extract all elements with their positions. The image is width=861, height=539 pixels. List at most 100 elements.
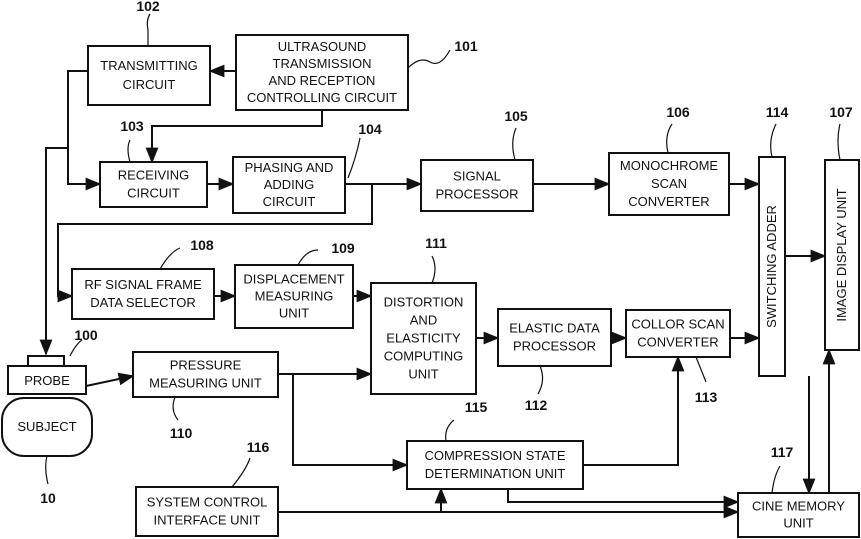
block-displacement-measuring: DISPLACEMENTMEASURINGUNIT (235, 265, 353, 328)
ref-109: 109 (331, 240, 355, 256)
block-phasing-adding-circuit: PHASING AND ADDING CIRCUIT (233, 157, 345, 213)
wire-115-to-113 (583, 357, 678, 465)
block-label-line: COLLOR SCAN (631, 317, 724, 332)
block-subject: SUBJECT (2, 398, 92, 456)
block-label-line: CONVERTER (628, 194, 709, 209)
ref-101: 101 (454, 38, 478, 54)
block-label-line: AND (410, 313, 437, 328)
leader-108 (160, 248, 180, 269)
ref-117: 117 (771, 444, 794, 460)
block-label-line: CINE MEMORY (752, 499, 845, 514)
leader-111 (432, 256, 435, 283)
leader-103 (128, 140, 130, 162)
block-label-line: SWITCHING ADDER (764, 205, 779, 328)
leader-115 (446, 420, 454, 441)
block-label-line: TRANSMITTING (100, 58, 198, 73)
block-label-line: AND RECEPTION (269, 73, 376, 88)
block-label-line: UNIT (408, 367, 438, 382)
block-label-line: DATA SELECTOR (90, 295, 195, 310)
block-label-line: DETERMINATION UNIT (425, 466, 566, 481)
block-label-b114: SWITCHING ADDER (764, 205, 779, 328)
block-monochrome-scan-converter: MONOCHROMESCANCONVERTER (609, 153, 729, 215)
blocks: ULTRASOUNDTRANSMISSIONAND RECEPTIONCONTR… (2, 35, 859, 537)
block-label-line: SIGNAL (453, 169, 501, 184)
block-label-line: SUBJECT (17, 419, 76, 434)
block-distortion-elasticity: DISTORTIONANDELASTICITYCOMPUTINGUNIT (371, 283, 476, 394)
block-color-scan-converter: COLLOR SCAN CONVERTER (626, 310, 730, 357)
ref-10: 10 (40, 490, 56, 506)
block-label-line: CONVERTER (637, 335, 718, 350)
block-label-line: ULTRASOUND (278, 39, 367, 54)
block-label-line: COMPUTING (384, 349, 463, 364)
ref-115: 115 (465, 399, 488, 415)
leader-10 (46, 456, 48, 484)
block-label-line: CIRCUIT (263, 194, 316, 209)
block-label-line: ADDING (264, 177, 315, 192)
block-probe: PROBE (8, 356, 86, 394)
block-label-line: MEASURING UNIT (149, 376, 262, 391)
ref-108: 108 (190, 237, 214, 253)
block-rf-signal-frame-selector: RF SIGNAL FRAME DATA SELECTOR (72, 269, 214, 319)
block-label-line: COMPRESSION STATE (424, 448, 565, 463)
block-compression-state: COMPRESSION STATE DETERMINATION UNIT (407, 441, 583, 489)
block-pressure-measuring: PRESSURE MEASURING UNIT (133, 352, 278, 397)
wire-probe-to-103 (68, 148, 100, 184)
leader-101 (408, 50, 450, 68)
block-label-line: UNIT (783, 516, 813, 531)
ref-107: 107 (829, 104, 853, 120)
block-receiving-circuit: RECEIVINGCIRCUIT (100, 162, 207, 207)
block-elastic-data-processor: ELASTIC DATAPROCESSOR (498, 309, 611, 366)
block-label-line: PRESSURE (170, 358, 242, 373)
ref-104: 104 (358, 121, 382, 137)
block-label-b10: SUBJECT (17, 419, 76, 434)
leader-113 (696, 357, 706, 382)
leader-112 (538, 366, 543, 394)
block-signal-processor: SIGNAL PROCESSOR (421, 160, 533, 211)
block-label-line: CIRCUIT (123, 77, 176, 92)
block-label-line: PHASING AND (245, 160, 334, 175)
block-cine-memory: CINE MEMORY UNIT (738, 493, 859, 537)
block-label-line: PROCESSOR (435, 187, 518, 202)
block-label-line: UNIT (279, 306, 309, 321)
block-switching-adder: SWITCHING ADDER (759, 157, 785, 376)
ref-114: 114 (766, 104, 789, 120)
block-image-display-unit: IMAGE DISPLAY UNIT (825, 160, 859, 350)
wire-116-to-115 (278, 489, 441, 512)
block-label-line: PROBE (24, 373, 70, 388)
block-label-line: IMAGE DISPLAY UNIT (834, 188, 849, 321)
block-label-line: ELASTIC DATA (509, 321, 600, 336)
block-label-line: MEASURING (255, 289, 334, 304)
block-label-line: CONTROLLING CIRCUIT (247, 90, 397, 105)
ref-100: 100 (74, 327, 98, 343)
leader-116 (232, 458, 250, 487)
leader-117 (772, 466, 780, 493)
block-label-line: CIRCUIT (127, 186, 180, 201)
block-label-line: ELASTICITY (386, 331, 461, 346)
wire-probe-to-110 (86, 376, 133, 386)
block-label-b100: PROBE (24, 373, 70, 388)
leader-114 (771, 124, 776, 157)
block-transmitting-circuit: TRANSMITTING CIRCUIT (88, 46, 210, 105)
leader-105 (513, 128, 516, 160)
wire-115-to-117 (508, 489, 738, 502)
wire-101-to-103 (152, 110, 322, 162)
ref-113: 113 (695, 389, 718, 405)
block-label-b107: IMAGE DISPLAY UNIT (834, 188, 849, 321)
block-ultrasound-control: ULTRASOUNDTRANSMISSIONAND RECEPTIONCONTR… (236, 35, 408, 110)
leader-106 (667, 124, 672, 153)
ref-111: 111 (425, 235, 447, 251)
ref-105: 105 (504, 108, 528, 124)
block-label-line: INTERFACE UNIT (154, 513, 261, 528)
ref-102: 102 (136, 0, 160, 14)
ref-116: 116 (247, 439, 270, 455)
leader-102 (147, 14, 150, 46)
ref-112: 112 (525, 397, 548, 413)
block-label-line: MONOCHROME (620, 158, 719, 173)
ref-106: 106 (666, 104, 690, 120)
leader-104 (348, 138, 360, 178)
block-label-line: RF SIGNAL FRAME (84, 277, 202, 292)
ref-103: 103 (120, 118, 144, 134)
block-label-line: SYSTEM CONTROL (147, 495, 268, 510)
